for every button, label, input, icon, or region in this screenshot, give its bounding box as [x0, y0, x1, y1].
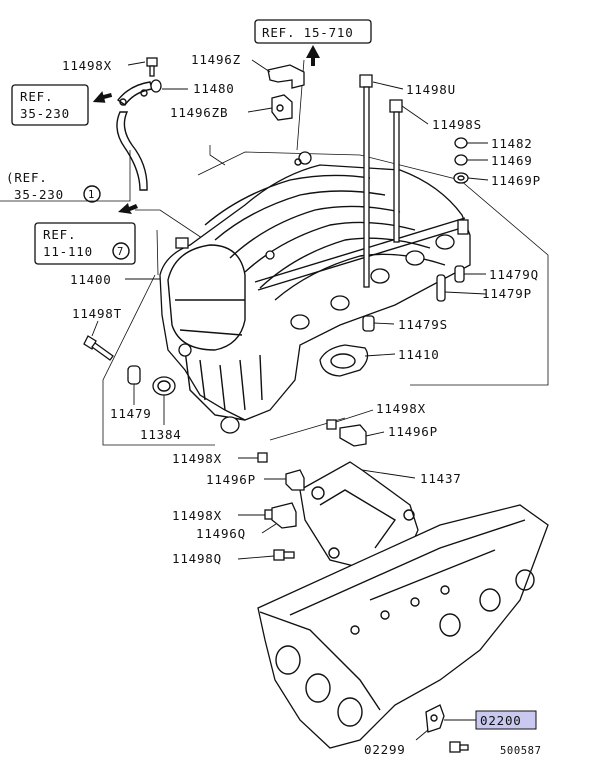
ref-box-35-230-a[interactable]: REF. 35-230 — [11, 84, 89, 126]
hose-11480[interactable] — [116, 79, 162, 191]
label-11400[interactable]: 11400 — [70, 272, 112, 287]
highlight-02200 — [475, 710, 537, 730]
label-11384[interactable]: 11384 — [140, 427, 182, 442]
ref-arrows — [92, 45, 320, 214]
bracket-11496P-a[interactable] — [339, 424, 367, 447]
label-11437[interactable]: 11437 — [420, 471, 462, 486]
dowel-11479P[interactable] — [436, 274, 446, 302]
label-02299[interactable]: 02299 — [364, 742, 406, 757]
label-11479S[interactable]: 11479S — [398, 317, 448, 332]
dowel-11479S[interactable] — [362, 315, 375, 332]
bolt-11498T[interactable] — [83, 335, 114, 361]
bolt-11498U[interactable] — [359, 74, 373, 288]
dowel-11479Q[interactable] — [454, 265, 465, 283]
ref-15-710-text: REF. 15-710 — [262, 25, 354, 40]
bolt-11498Q[interactable] — [273, 549, 295, 561]
label-11496Q[interactable]: 11496Q — [196, 526, 246, 541]
label-11498X-d[interactable]: 11498X — [172, 508, 222, 523]
bolt-11498S[interactable] — [389, 99, 403, 243]
label-11479[interactable]: 11479 — [110, 406, 152, 421]
bolt-11498X-c[interactable] — [257, 452, 268, 463]
label-11469P[interactable]: 11469P — [491, 173, 541, 188]
dowel-11479[interactable] — [127, 365, 141, 385]
part-labels: 11498X 11496Z 11480 11496ZB 11498U 11498… — [62, 52, 542, 757]
label-11469[interactable]: 11469 — [491, 153, 533, 168]
label-11498U[interactable]: 11498U — [406, 82, 456, 97]
ref-35-230-b-line1: (REF. — [6, 170, 48, 185]
bolt-02299[interactable] — [449, 741, 469, 753]
circled-number-icon — [112, 242, 130, 260]
ref-35-230-a-line2: 35-230 — [20, 106, 70, 121]
bracket-11496Z[interactable] — [267, 64, 305, 89]
bracket-11496P-b[interactable] — [285, 469, 305, 491]
leader-lines — [91, 59, 489, 741]
label-11498X-a[interactable]: 11498X — [62, 58, 112, 73]
label-11482[interactable]: 11482 — [491, 136, 533, 151]
ref-35-230-b-circ: 1 — [88, 189, 95, 201]
cylinder-head — [257, 504, 549, 749]
figure-number: 500587 — [500, 745, 542, 757]
ref-35-230-a-line1: REF. — [20, 89, 53, 104]
bracket-11496Q[interactable] — [271, 502, 297, 529]
gasket-11410[interactable] — [319, 344, 369, 377]
bracket-02200[interactable] — [425, 704, 445, 733]
seal-11384[interactable] — [152, 376, 176, 396]
ref-11-110-line1: REF. — [43, 227, 76, 242]
bracket-11496ZB[interactable] — [271, 94, 293, 121]
label-11496Z[interactable]: 11496Z — [191, 52, 241, 67]
intake-manifold-11400[interactable] — [159, 151, 471, 434]
label-11479Q[interactable]: 11479Q — [489, 267, 539, 282]
nut-11469[interactable] — [454, 154, 468, 166]
cap-11482[interactable] — [454, 137, 468, 149]
label-11498X-b[interactable]: 11498X — [376, 401, 426, 416]
bolt-11498X-b[interactable] — [326, 419, 337, 430]
label-11480[interactable]: 11480 — [193, 81, 235, 96]
label-11498X-c[interactable]: 11498X — [172, 451, 222, 466]
ref-box-11-110[interactable]: REF. 11-110 7 — [34, 222, 136, 265]
label-11498T[interactable]: 11498T — [72, 306, 122, 321]
label-02200[interactable]: 02200 — [480, 713, 522, 728]
ref-box-15-710[interactable]: REF. 15-710 — [254, 19, 372, 44]
ref-11-110-circ: 7 — [117, 246, 124, 258]
label-11498S[interactable]: 11498S — [432, 117, 482, 132]
washer-11469P[interactable] — [453, 172, 469, 184]
label-11496P-b[interactable]: 11496P — [206, 472, 256, 487]
label-11496P-a[interactable]: 11496P — [388, 424, 438, 439]
ref-box-35-230-b[interactable]: (REF. 35-230 1 — [6, 170, 101, 203]
ref-35-230-b-line2: 35-230 — [14, 187, 64, 202]
label-11479P[interactable]: 11479P — [482, 286, 532, 301]
circled-number-icon — [83, 185, 101, 203]
label-11410[interactable]: 11410 — [398, 347, 440, 362]
label-11498Q[interactable]: 11498Q — [172, 551, 222, 566]
label-11496ZB[interactable]: 11496ZB — [170, 105, 228, 120]
ref-11-110-line2: 11-110 — [43, 244, 93, 259]
bolt-11498X-a[interactable] — [146, 57, 158, 77]
